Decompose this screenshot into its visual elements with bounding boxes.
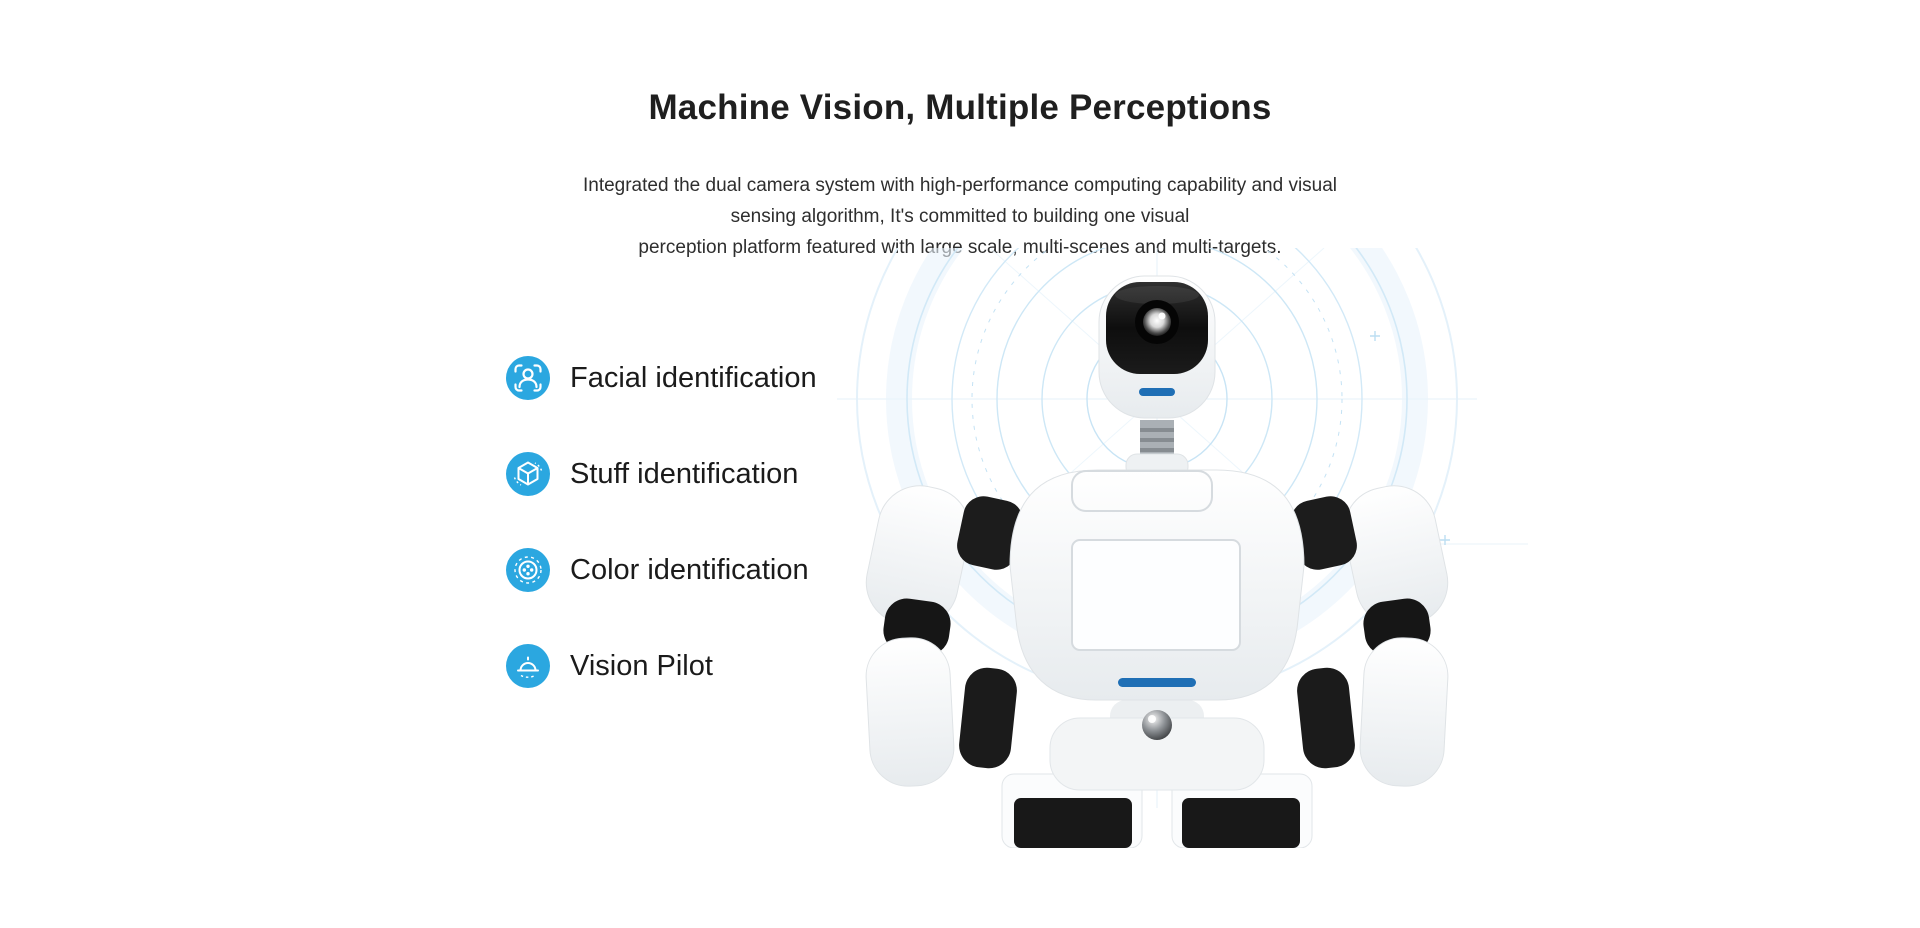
section-description: Integrated the dual camera system with h… [360,170,1560,263]
robot-head [1098,275,1216,419]
feature-item-vision-pilot: Vision Pilot [506,644,817,688]
robot-left-arm [865,485,971,787]
section-title: Machine Vision, Multiple Perceptions [648,88,1272,127]
robot-right-arm [1343,485,1449,787]
vision-pilot-icon [506,644,550,688]
feature-list: Facial identification Stuff ide [506,356,817,688]
robot-neck [1125,420,1189,479]
robot-torso [1009,469,1305,740]
feature-item-color-identification: Color identification [506,548,817,592]
stuff-identification-icon [506,452,550,496]
feature-label: Vision Pilot [570,649,713,682]
feature-label: Color identification [570,553,809,586]
section-description-line: sensing algorithm, It's committed to bui… [730,206,1190,227]
section-description-line: Integrated the dual camera system with h… [582,175,1338,196]
robot-joints [957,496,1357,769]
facial-identification-icon [506,356,550,400]
robot-illustration [810,248,1530,848]
robot-mouth-indicator [1139,388,1175,396]
feature-item-facial-identification: Facial identification [506,356,817,400]
color-identification-icon [506,548,550,592]
feature-label: Stuff identification [570,457,799,490]
feature-item-stuff-identification: Stuff identification [506,452,817,496]
robot-legs [1001,773,1313,848]
feature-label: Facial identification [570,361,817,394]
